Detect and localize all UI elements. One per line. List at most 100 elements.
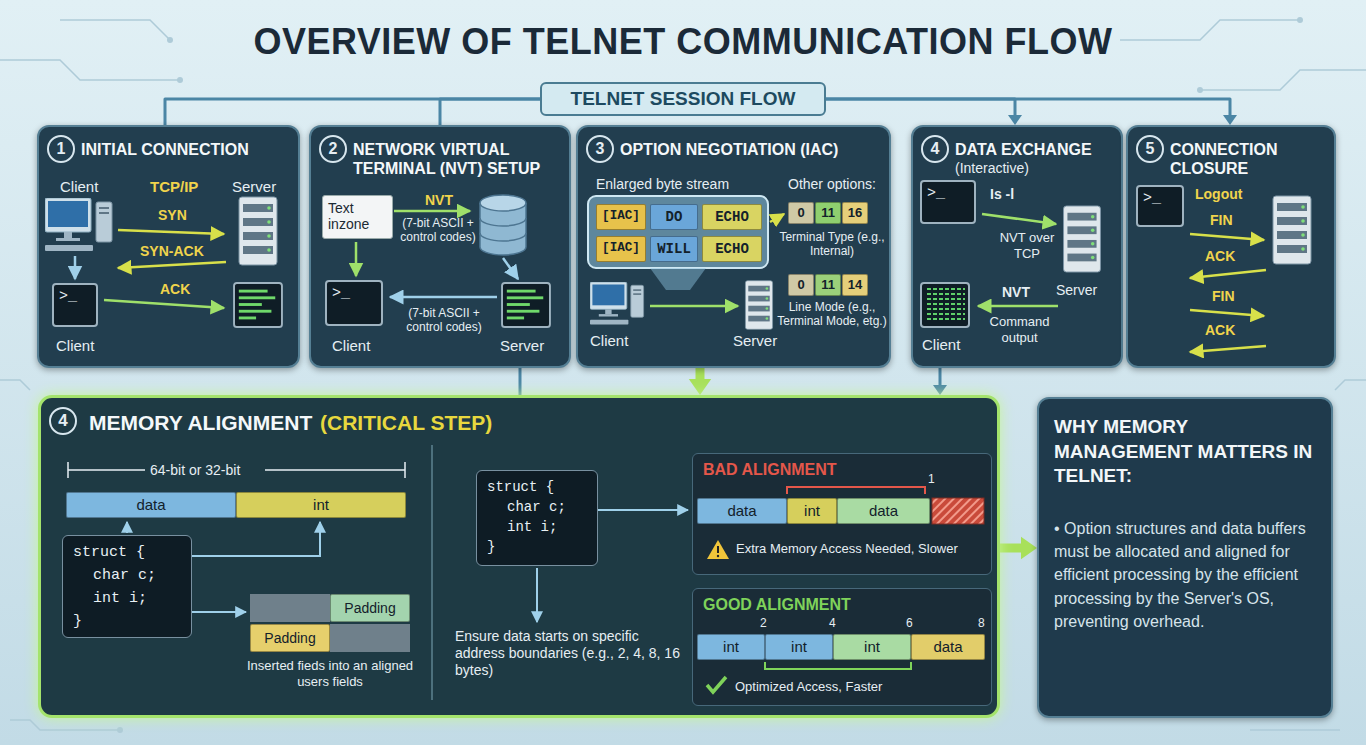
cell-text: [IAC] bbox=[602, 209, 640, 224]
panel-heading: CONNECTION CLOSURE bbox=[1170, 140, 1328, 178]
panel-heading-accent: (CRITICAL STEP) bbox=[320, 410, 492, 435]
text-holder: WHY MEMORY MANAGEMENT MATTERS IN TELNET: bbox=[1054, 415, 1320, 489]
text-holder: BAD ALIGNMENT bbox=[703, 460, 837, 479]
connector bbox=[689, 368, 711, 395]
span-bracket bbox=[787, 487, 925, 494]
box-text: Text inzone bbox=[328, 200, 386, 232]
stream-arrow bbox=[650, 305, 738, 308]
shape-path bbox=[1120, 20, 1300, 40]
text-holder: CONNECTION CLOSURE bbox=[1170, 140, 1328, 178]
text-holder: >_ bbox=[332, 285, 350, 303]
text-holder: 1 bbox=[47, 135, 75, 163]
text-holder: OPTION NEGOTIATION (IAC) bbox=[620, 140, 885, 159]
cell-text: ECHO bbox=[715, 209, 749, 226]
step-number: 3 bbox=[586, 135, 614, 163]
command-arrow bbox=[982, 214, 1056, 224]
server-screen bbox=[234, 283, 282, 327]
cell-text: 11 bbox=[821, 205, 835, 221]
cell-text: Padding bbox=[264, 630, 315, 647]
shape-path bbox=[355, 242, 358, 276]
code-line: struct { bbox=[487, 479, 554, 496]
cell-text: ECHO bbox=[715, 241, 749, 258]
client-screen bbox=[921, 283, 969, 327]
computer-icon bbox=[45, 198, 112, 251]
diagram-title: OVERVIEW OF TELNET COMMUNICATION FLOW bbox=[0, 20, 1366, 63]
output-arrow bbox=[978, 305, 1058, 308]
code-line: char c; bbox=[507, 499, 566, 516]
code-line: } bbox=[487, 539, 495, 556]
cell-text: [IAC] bbox=[602, 241, 640, 256]
byte-cell: data bbox=[911, 634, 985, 660]
step-number: 4 bbox=[49, 407, 77, 435]
code-line: int i; bbox=[93, 590, 147, 608]
arrow-head bbox=[933, 385, 947, 395]
warning-dot bbox=[717, 555, 719, 557]
shape-path bbox=[192, 522, 320, 556]
prompt-text: >_ bbox=[59, 288, 77, 306]
panel-heading: OPTION NEGOTIATION (IAC) bbox=[620, 140, 885, 159]
server-icon bbox=[745, 281, 772, 330]
byte-cell: int bbox=[833, 634, 911, 660]
shape-path bbox=[192, 611, 246, 613]
byte-cell: 16 bbox=[842, 202, 868, 224]
byte-cell: DO bbox=[650, 204, 698, 230]
text-holder: Text inzone bbox=[328, 200, 386, 232]
shape-path bbox=[126, 522, 128, 533]
shape-path bbox=[60, 20, 170, 40]
shape-path bbox=[503, 258, 518, 279]
connector bbox=[440, 99, 540, 125]
panel-heading: INITIAL CONNECTION bbox=[81, 140, 293, 159]
byte-cell: Padding bbox=[330, 594, 410, 622]
struct-arrows bbox=[127, 510, 688, 622]
code-line: struct { bbox=[73, 544, 145, 562]
panel-heading: WHY MEMORY MANAGEMENT MATTERS IN TELNET: bbox=[1054, 415, 1320, 489]
byte-cell: 0 bbox=[788, 202, 814, 224]
connector-line bbox=[826, 99, 1230, 119]
cell-text: TELNET SESSION FLOW bbox=[571, 88, 796, 111]
text-holder: char c; bbox=[93, 567, 156, 585]
shape-path bbox=[1250, 729, 1340, 731]
shape-path bbox=[0, 60, 180, 80]
code-box: struct {char c;int i;} bbox=[476, 470, 598, 566]
divider bbox=[431, 445, 433, 700]
text-holder: MEMORY ALIGNMENT bbox=[89, 410, 312, 435]
connector bbox=[165, 99, 540, 125]
cell-text: 11 bbox=[821, 277, 835, 293]
example-note: Optimized Access, Faster bbox=[735, 679, 985, 695]
step-panel: 2NETWORK VIRTUAL TERMINAL (NVT) SETUPTex… bbox=[309, 125, 571, 368]
panel-heading: NETWORK VIRTUAL TERMINAL (NVT) SETUP bbox=[353, 140, 563, 178]
shape-path bbox=[394, 210, 470, 213]
shape-path bbox=[1335, 380, 1366, 390]
bullet-text: • Option structures and data buffers mus… bbox=[1054, 517, 1322, 633]
text-holder: 4 bbox=[921, 135, 949, 163]
option-arrow bbox=[770, 214, 784, 222]
byte-cell: int bbox=[236, 492, 406, 518]
text-holder: GOOD ALIGNMENT bbox=[703, 595, 851, 614]
section-banner: TELNET SESSION FLOW bbox=[540, 82, 826, 116]
terminal-icon: >_ bbox=[1136, 185, 1184, 227]
alignment-example: GOOD ALIGNMENT Optimized Access, Faster in… bbox=[692, 588, 992, 706]
cell-text: int bbox=[313, 496, 329, 514]
connector bbox=[1000, 537, 1037, 559]
highlight-panel: 4MEMORY ALIGNMENT(CRITICAL STEP)dataints… bbox=[38, 395, 1000, 718]
connector bbox=[826, 99, 1022, 125]
step-number: 4 bbox=[921, 135, 949, 163]
text-holder: (CRITICAL STEP) bbox=[320, 410, 492, 435]
byte-cell: int bbox=[765, 634, 833, 660]
width-bracket bbox=[68, 462, 405, 478]
connector bbox=[933, 368, 947, 395]
shape-path bbox=[10, 720, 120, 730]
example-heading: BAD ALIGNMENT bbox=[703, 460, 837, 479]
prompt-text: >_ bbox=[1143, 190, 1161, 208]
step-number: 1 bbox=[47, 135, 75, 163]
byte-cell: data bbox=[697, 498, 787, 524]
arrow-head bbox=[689, 379, 711, 395]
computer-icon bbox=[590, 282, 644, 324]
shape-path bbox=[390, 296, 497, 299]
text-holder: } bbox=[487, 539, 495, 556]
text-holder: NETWORK VIRTUAL TERMINAL (NVT) SETUP bbox=[353, 140, 563, 178]
server-icon bbox=[1064, 206, 1101, 272]
connector-line bbox=[826, 99, 1015, 119]
